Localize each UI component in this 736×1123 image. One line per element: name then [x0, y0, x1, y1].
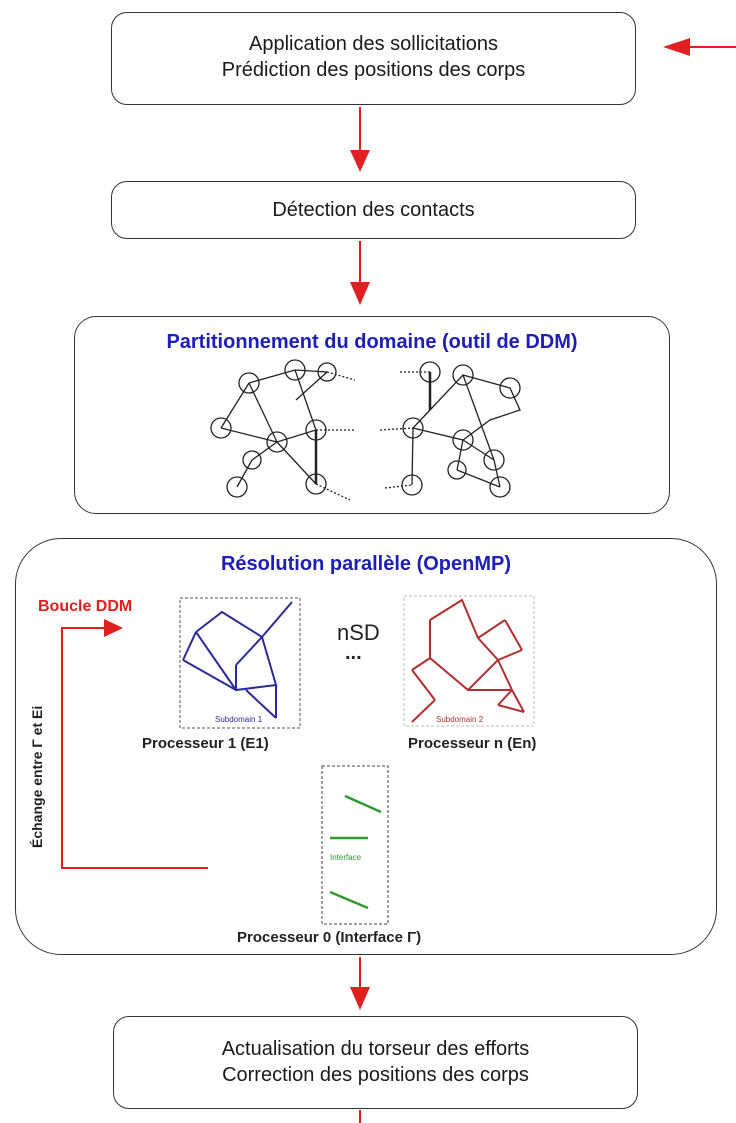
ellipsis: ...: [345, 642, 362, 664]
step-box-detection: Détection des contacts: [111, 181, 636, 239]
proc0-label: Processeur 0 (Interface Γ): [237, 929, 422, 946]
step-box-parallel-resolution: Résolution parallèle (OpenMP): [15, 538, 717, 955]
step1-line1: Application des sollicitations: [248, 33, 499, 55]
subdomain-1-graph: [179, 597, 301, 729]
subdomain-1-caption: Subdomain 1: [215, 715, 263, 724]
nsd-label: nSD: [337, 620, 380, 645]
step2-line1: Détection des contacts: [272, 199, 475, 221]
parallel-title: Résolution parallèle (OpenMP): [220, 553, 512, 575]
partitioning-title: Partitionnement du domaine (outil de DDM…: [166, 331, 578, 353]
subdomain-1-text: Subdomain 1: [215, 715, 263, 724]
ddm-loop-label: Boucle DDM: [38, 598, 133, 615]
subdomain-n-graph: [403, 595, 535, 727]
flow-arrow-1: [350, 107, 370, 172]
subdomain-n-caption: Subdomain 2: [436, 715, 484, 724]
step-box-partitioning: Partitionnement du domaine (outil de DDM…: [74, 316, 670, 514]
subdomain-n-text: Subdomain 2: [436, 715, 484, 724]
partition-graph-right: [379, 361, 521, 498]
step5-line1: Actualisation du torseur des efforts: [221, 1038, 530, 1060]
partition-graph-left: [210, 359, 356, 501]
interface-graph: Interface: [321, 765, 389, 925]
ddm-loop-arrow: [61, 619, 208, 869]
proc1-label: Processeur 1 (E1): [142, 735, 269, 752]
step5-line2: Correction des positions des corps: [222, 1064, 529, 1086]
return-arrow: [663, 38, 736, 56]
flow-arrow-3: [350, 957, 370, 1010]
step-box-application: Application des sollicitations Prédictio…: [111, 12, 636, 105]
procn-label: Processeur n (En): [408, 735, 537, 752]
flow-arrow-2: [350, 241, 370, 305]
step1-line2: Prédiction des positions des corps: [221, 59, 526, 81]
step-box-update: Actualisation du torseur des efforts Cor…: [113, 1016, 638, 1109]
interface-text: Interface: [330, 853, 362, 862]
